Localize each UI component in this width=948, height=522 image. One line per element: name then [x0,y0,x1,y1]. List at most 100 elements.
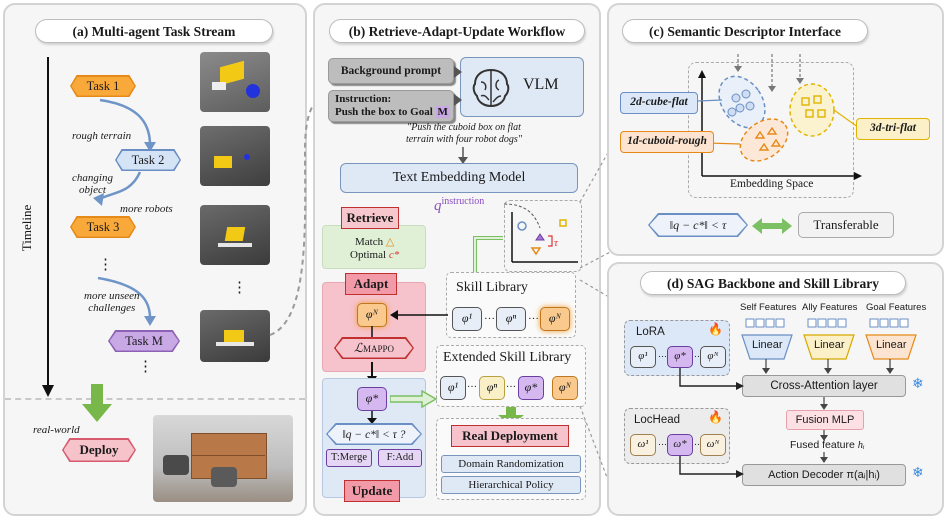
fusion-mlp-box: Fusion MLP [786,410,864,430]
skill-dots-1: … [484,310,495,322]
fused-feature-label: Fused feature hᵢ [790,439,865,451]
sim-image-task2 [200,126,270,186]
ally-features-label: Ally Features [802,302,858,313]
background-prompt-text: Background prompt [340,65,442,77]
lochead-to-decoder-arrow [679,456,744,478]
skill-phi-n: φⁿ [496,307,526,331]
update-condition-node: ‖q − c*‖ < τ ? [326,423,422,445]
domain-randomization-box: Domain Randomization [441,455,581,473]
task-3-node: Task 3 [70,216,136,238]
unseen-challenges-label: more unseen challenges [84,290,140,314]
update-label-box: Update [344,480,400,502]
ext-dots-1: … [467,379,477,390]
tau-label: τ [554,237,558,249]
optimal-label: Optimal [350,249,387,261]
fused-to-decoder-arrow [820,452,828,463]
panel-d-title: (d) SAG Backbone and Skill Library [640,271,906,295]
lochead-dots-1: … [658,437,667,447]
extended-skill-library-title: Extended Skill Library [443,350,572,365]
lochead-fire-icon: 🔥 [708,410,723,424]
update-to-ext-arrow [390,390,438,408]
sim-image-task1 [200,52,270,112]
domain-randomization-label: Domain Randomization [458,458,564,470]
panel-c-title: (c) Semantic Descriptor Interface [622,19,868,43]
panel-a-title: (a) Multi-agent Task Stream [35,19,273,43]
embedding-space-plot [680,54,863,180]
ext-dots-2: … [506,379,516,390]
vlm-label: VLM [523,76,559,93]
goal-features-label: Goal Features [866,302,927,313]
loss-mappo-node: ℒMAPPO [334,337,414,359]
match-row: Match △ [355,235,394,248]
cube-flat-callout: 2d-cube-flat [620,92,698,114]
hierarchical-policy-box: Hierarchical Policy [441,476,581,494]
update-condition: ‖q − c*‖ < τ ? [342,429,406,441]
match-label: Match [355,236,384,248]
retrieve-label: Retrieve [346,210,394,225]
task-2-node: Task 2 [115,149,181,171]
ext-phi-N: φᴺ [552,376,578,400]
q-symbol: q [434,198,442,214]
instruction-line2: Push the box to Goal [335,106,433,118]
linear-to-attn-arrows [762,359,894,374]
prompt-to-vlm-arrows [454,66,462,106]
loss-symbol: ℒ [353,341,363,355]
cross-attention-snow-icon: ❄ [912,377,924,392]
adapt-phi-n: φᴺ [357,303,387,327]
deploy-label: Deploy [79,442,119,457]
task-2-label: Task 2 [131,153,165,167]
action-decoder-snow-icon: ❄ [912,466,924,481]
lora-phi-N: φᴺ [700,346,726,368]
action-decoder-label: Action Decoder π(aᵢ|hᵢ) [768,469,880,481]
feature-token-squares [745,318,909,328]
task-1-label: Task 1 [86,79,120,93]
instruction-line1: Instruction: [335,93,392,105]
transfer-condition: ‖q − c*‖ < τ [669,218,727,232]
transferable-box: Transferable [798,212,894,238]
lochead-label: LocHead [634,414,681,426]
lora-fire-icon: 🔥 [708,322,723,336]
lochead-dots-2: … [694,437,703,447]
rough-terrain-label: rough terrain [72,130,132,142]
cross-attention-label: Cross-Attention layer [770,380,878,392]
adapt-label: Adapt [353,276,389,291]
cross-attention-box: Cross-Attention layer [742,375,906,397]
skill-phi-N: φᴺ [540,307,570,331]
task-m-node: Task M [108,330,180,352]
add-label: F:Add [386,452,414,463]
hierarchical-policy-label: Hierarchical Policy [468,479,554,491]
fusion-mlp-label: Fusion MLP [795,414,855,426]
match-triangle-icon: △ [385,236,395,248]
instruction-box: Instruction: Push the box to Goal M [328,90,454,122]
skill-dots-2: … [528,310,539,322]
retrieve-panel [322,225,426,269]
optimal-c-star: c* [388,249,400,261]
sim-image-task3 [200,205,270,265]
action-decoder-box: Action Decoder π(aᵢ|hᵢ) [742,464,906,486]
update-phi-star: φ* [357,387,387,411]
transfer-condition-node: ‖q − c*‖ < τ [648,213,748,237]
fused-feature-text: Fused feature [790,439,855,451]
deploy-node: Deploy [62,438,136,462]
lora-label: LoRA [636,326,665,338]
merge-box: T:Merge [326,449,372,467]
skill-phi-1: φ¹ [452,307,482,331]
deploy-arrow [82,384,112,422]
sim-image-task-m [200,310,270,362]
loss-subscript: MAPPO [363,344,395,354]
cube-flat-label: 2d-cube-flat [630,96,688,108]
real-deployment-label-box: Real Deployment [451,425,569,447]
mini-embedding-box [504,200,582,272]
cuboid-rough-label: 1d-cuboid-rough [627,135,707,147]
text-embedding-model-box: Text Embedding Model [340,163,578,193]
transferable-label: Transferable [813,217,879,232]
real-deployment-label: Real Deployment [462,428,558,443]
timeline-axis [42,57,54,397]
task-m-label: Task M [125,334,163,348]
tri-flat-label: 3d-tri-flat [870,122,916,134]
timeline-label: Timeline [19,204,34,252]
ellipsis-1: ⋮ [98,257,113,273]
lochead-omega-1: ω¹ [630,434,656,456]
lora-to-attn-arrow [679,368,744,390]
lochead-omega-N: ωᴺ [700,434,726,456]
